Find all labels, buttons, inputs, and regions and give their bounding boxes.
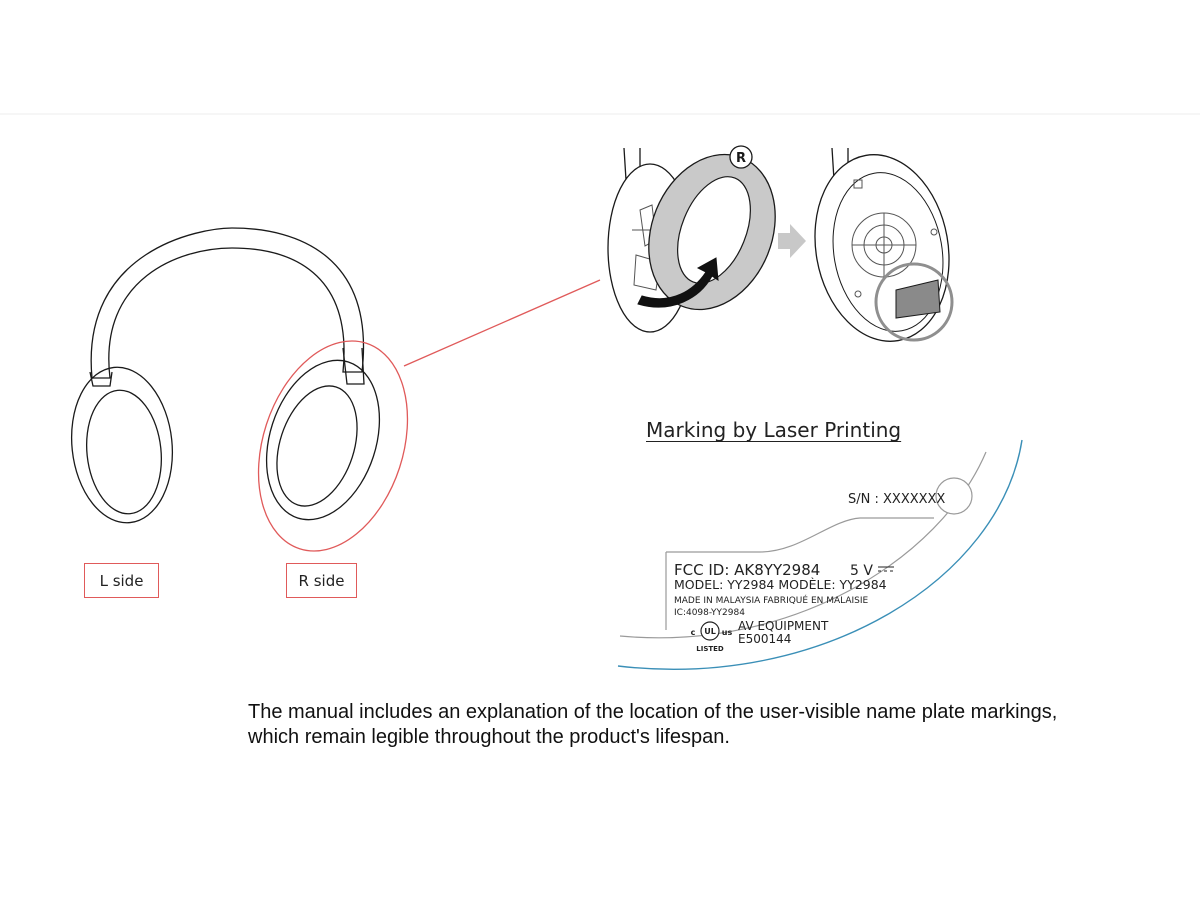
svg-text:us: us: [722, 628, 733, 637]
earcup-edge-arc: [617, 439, 1023, 670]
caption: The manual includes an explanation of th…: [248, 700, 1188, 750]
right-side-label: R side: [286, 563, 357, 598]
step-arrow-icon: [778, 224, 806, 258]
left-earcup: [70, 366, 174, 524]
svg-text:LISTED: LISTED: [696, 645, 724, 653]
label-recess-outline: [666, 517, 934, 553]
sensor-circle: [935, 477, 973, 515]
right-earpad: [276, 385, 358, 507]
model-text: MODEL: YY2984 MODÈLE: YY2984: [674, 577, 887, 592]
nameplate-area: [895, 279, 941, 319]
svg-text:c: c: [691, 628, 696, 637]
caption-line-2: which remain legible throughout the prod…: [248, 726, 730, 748]
nameplate-highlight-circle: [874, 262, 954, 342]
ic-text: IC:4098-YY2984: [674, 608, 745, 618]
caption-line-1: The manual includes an explanation of th…: [248, 701, 1058, 723]
earpad-removal-illustration: R: [607, 145, 776, 333]
peel-arrow-icon: [637, 257, 719, 308]
dc-symbol-icon: [878, 566, 894, 572]
serial-number-text: S/N : XXXXXXX: [848, 492, 945, 507]
removed-earpad-hole: [677, 176, 751, 284]
svg-text:UL: UL: [704, 627, 716, 636]
right-earcup: [265, 347, 381, 521]
fcc-id-text: FCC ID: AK8YY2984: [674, 561, 820, 579]
left-earcup-outer: [70, 366, 174, 524]
equipment-text: AV EQUIPMENT: [738, 619, 829, 633]
leader-line: [403, 279, 601, 367]
right-side-highlight: [257, 340, 409, 552]
left-earpad: [85, 389, 163, 515]
section-title: Marking by Laser Printing: [646, 418, 902, 442]
right-earcup-outer: [265, 359, 381, 521]
ul-listed-logo: c UL us LISTED: [691, 621, 733, 653]
left-yoke: [89, 371, 113, 387]
file-number-text: E500144: [738, 632, 791, 646]
right-marker-icon: [729, 145, 753, 169]
left-side-label: L side: [84, 563, 159, 598]
right-marker-letter: R: [736, 151, 746, 166]
nameplate-closeup: S/N : XXXXXXX FCC ID: AK8YY2984 5 V MODE…: [617, 439, 1023, 670]
origin-text: MADE IN MALAYSIA FABRIQUÉ EN MALAISIE: [674, 594, 869, 606]
headband: [90, 227, 365, 379]
earcup-inner-rim: [832, 172, 944, 332]
headphones-illustration: [70, 227, 381, 524]
right-yoke: [342, 347, 365, 385]
earcup-no-pad-illustration: [814, 147, 954, 342]
driver-unit: [851, 179, 938, 298]
power-text: 5 V: [850, 563, 873, 579]
